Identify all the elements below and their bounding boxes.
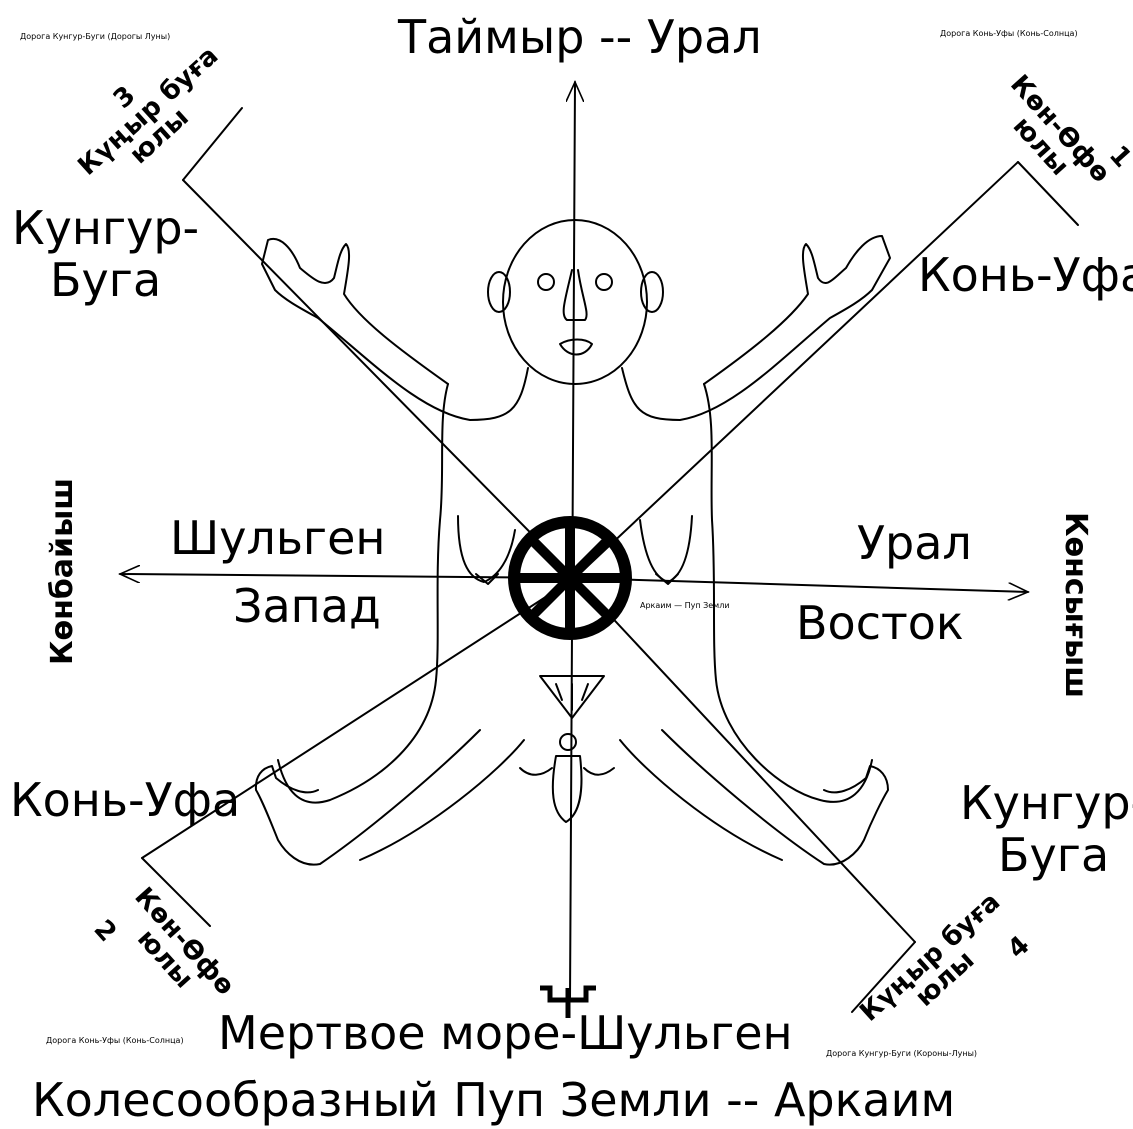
bottom-right-label: Кунгур- Буга — [960, 780, 1133, 878]
note-top-left: Дорога Кунгур-Буги (Дорогы Луны) — [20, 33, 170, 41]
title-top: Таймыр -- Урал — [398, 14, 762, 60]
east-direction: Восток — [796, 600, 964, 646]
figure-eye-right — [596, 274, 612, 290]
west-name: Шульген — [170, 515, 385, 561]
figure-nipple-right — [656, 574, 678, 584]
figure-eye-left — [538, 274, 554, 290]
top-right-label: Конь-Уфа — [918, 252, 1133, 298]
top-left-line1: Кунгур- — [12, 205, 199, 251]
bottom-left-label: Конь-Уфа — [10, 777, 240, 823]
figure-genitals — [553, 756, 582, 822]
top-left-label: Кунгур- Буга — [12, 205, 199, 303]
east-name: Урал — [857, 520, 972, 566]
west-direction: Запад — [233, 583, 381, 629]
sun-wheel-icon — [514, 522, 626, 634]
figure-ear-right — [641, 272, 663, 312]
note-top-right: Дорога Конь-Уфы (Конь-Солнца) — [940, 30, 1078, 38]
west-side-label: Көнбайыш — [48, 495, 78, 665]
bottom-right-line2: Буга — [998, 832, 1109, 878]
note-bottom-right: Дорога Кунгур-Буги (Короны-Луны) — [826, 1050, 977, 1058]
figure-right-side — [704, 384, 872, 802]
bottom-right-line1: Кунгур- — [960, 780, 1133, 826]
top-left-line2: Буга — [50, 257, 161, 303]
figure-left-arm — [262, 239, 528, 420]
center-label: Аркаим — Пуп Земли — [640, 602, 730, 610]
figure-left-leg — [256, 730, 480, 865]
figure-breast-right — [640, 516, 692, 582]
caption: Колесообразный Пуп Земли -- Аркаим — [32, 1077, 955, 1123]
east-axis-line — [575, 578, 1028, 592]
title-bottom: Мертвое море-Шульген — [218, 1010, 793, 1056]
figure-right-arm — [622, 236, 890, 420]
note-bottom-left: Дорога Конь-Уфы (Конь-Солнца) — [46, 1037, 184, 1045]
figure-mouth — [560, 340, 592, 355]
figure-breast-left — [458, 516, 515, 582]
east-side-label: Көнсығыш — [1060, 512, 1090, 682]
figure-navel — [560, 734, 576, 750]
figure-right-leg — [662, 730, 888, 865]
west-axis-line — [120, 574, 575, 578]
figure-nose — [564, 270, 587, 320]
figure-ear-left — [488, 272, 510, 312]
